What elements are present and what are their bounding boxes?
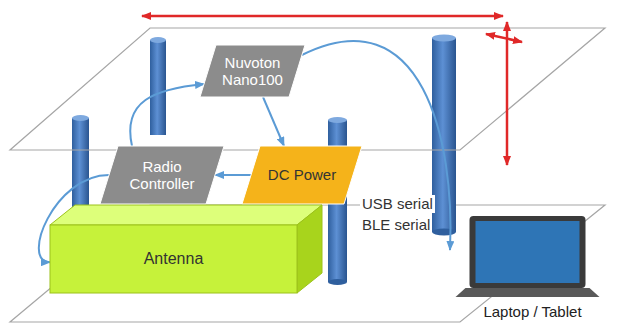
dimension-arrow [142,15,503,18]
pillar-top [150,37,166,43]
signal-arrow [130,84,204,146]
mcu-board: Nuvoton Nano100 [200,45,305,97]
radio-board: Radio Controller [100,146,224,204]
pillar [432,38,456,232]
board-face [200,45,305,97]
laptop-base [456,288,600,297]
box-top [50,205,322,225]
antenna-block: Antenna [50,205,322,293]
box-side [297,205,322,293]
box-front [50,225,297,293]
pillar [72,118,89,215]
pillar [150,40,166,135]
node-label: Radio Controller [117,158,207,193]
laptop-icon: Laptop / Tablet [450,212,615,322]
upper-plate [10,28,605,150]
node-label: DC Power [268,166,336,183]
pillar-top [328,117,347,123]
dimension-arrow [506,22,509,165]
board-face [242,146,362,204]
node-label: Nuvoton Nano100 [218,54,287,89]
laptop-frame [470,216,586,288]
signal-arrow [215,174,251,176]
lower-plate [10,205,605,322]
signal-arrow [302,41,451,250]
power-board: DC Power [242,146,362,204]
link-label: BLE serial [360,216,432,234]
pillar-bottom [432,229,456,236]
signal-arrow [263,97,284,146]
board-face [100,146,224,204]
node-label: Laptop / Tablet [483,303,581,320]
dimension-arrow [486,34,522,42]
antenna-block-shape [50,205,322,293]
link-label: USB serial [360,195,435,213]
pillar-top [432,35,456,42]
node-label: Antenna [144,250,204,268]
pillar-bottom [328,279,347,285]
pillar-top [72,115,89,121]
laptop-screen [476,221,580,283]
